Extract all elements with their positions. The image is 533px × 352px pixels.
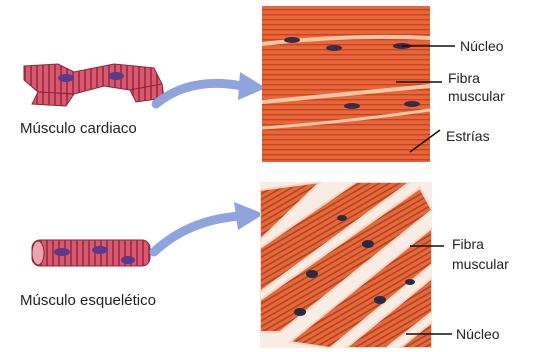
cardiac-fiber-icon xyxy=(18,50,168,110)
label-nucleo-bottom: Núcleo xyxy=(456,326,500,342)
cardiac-tissue-micrograph xyxy=(262,6,430,162)
skeletal-muscle-caption: Músculo esquelético xyxy=(20,292,156,309)
skeletal-tissue-micrograph xyxy=(260,182,432,348)
cardiac-muscle-caption: Músculo cardiaco xyxy=(20,120,137,137)
skeletal-fiber-icon xyxy=(28,236,158,272)
curved-arrow-icon xyxy=(148,196,268,266)
label-estrias: Estrías xyxy=(446,128,490,144)
bottom-arrow xyxy=(148,196,268,266)
curved-arrow-icon xyxy=(150,58,270,118)
label-fibra-bottom-1: Fibra xyxy=(452,236,484,252)
top-arrow xyxy=(150,58,270,118)
label-fibra-bottom-2: muscular xyxy=(452,256,509,272)
skeletal-fiber-illustration xyxy=(28,236,158,272)
cardiac-fiber-illustration xyxy=(18,50,168,110)
label-fibra-top-2: muscular xyxy=(448,88,505,104)
label-nucleo-top: Núcleo xyxy=(460,38,504,54)
label-fibra-top-1: Fibra xyxy=(448,70,480,86)
